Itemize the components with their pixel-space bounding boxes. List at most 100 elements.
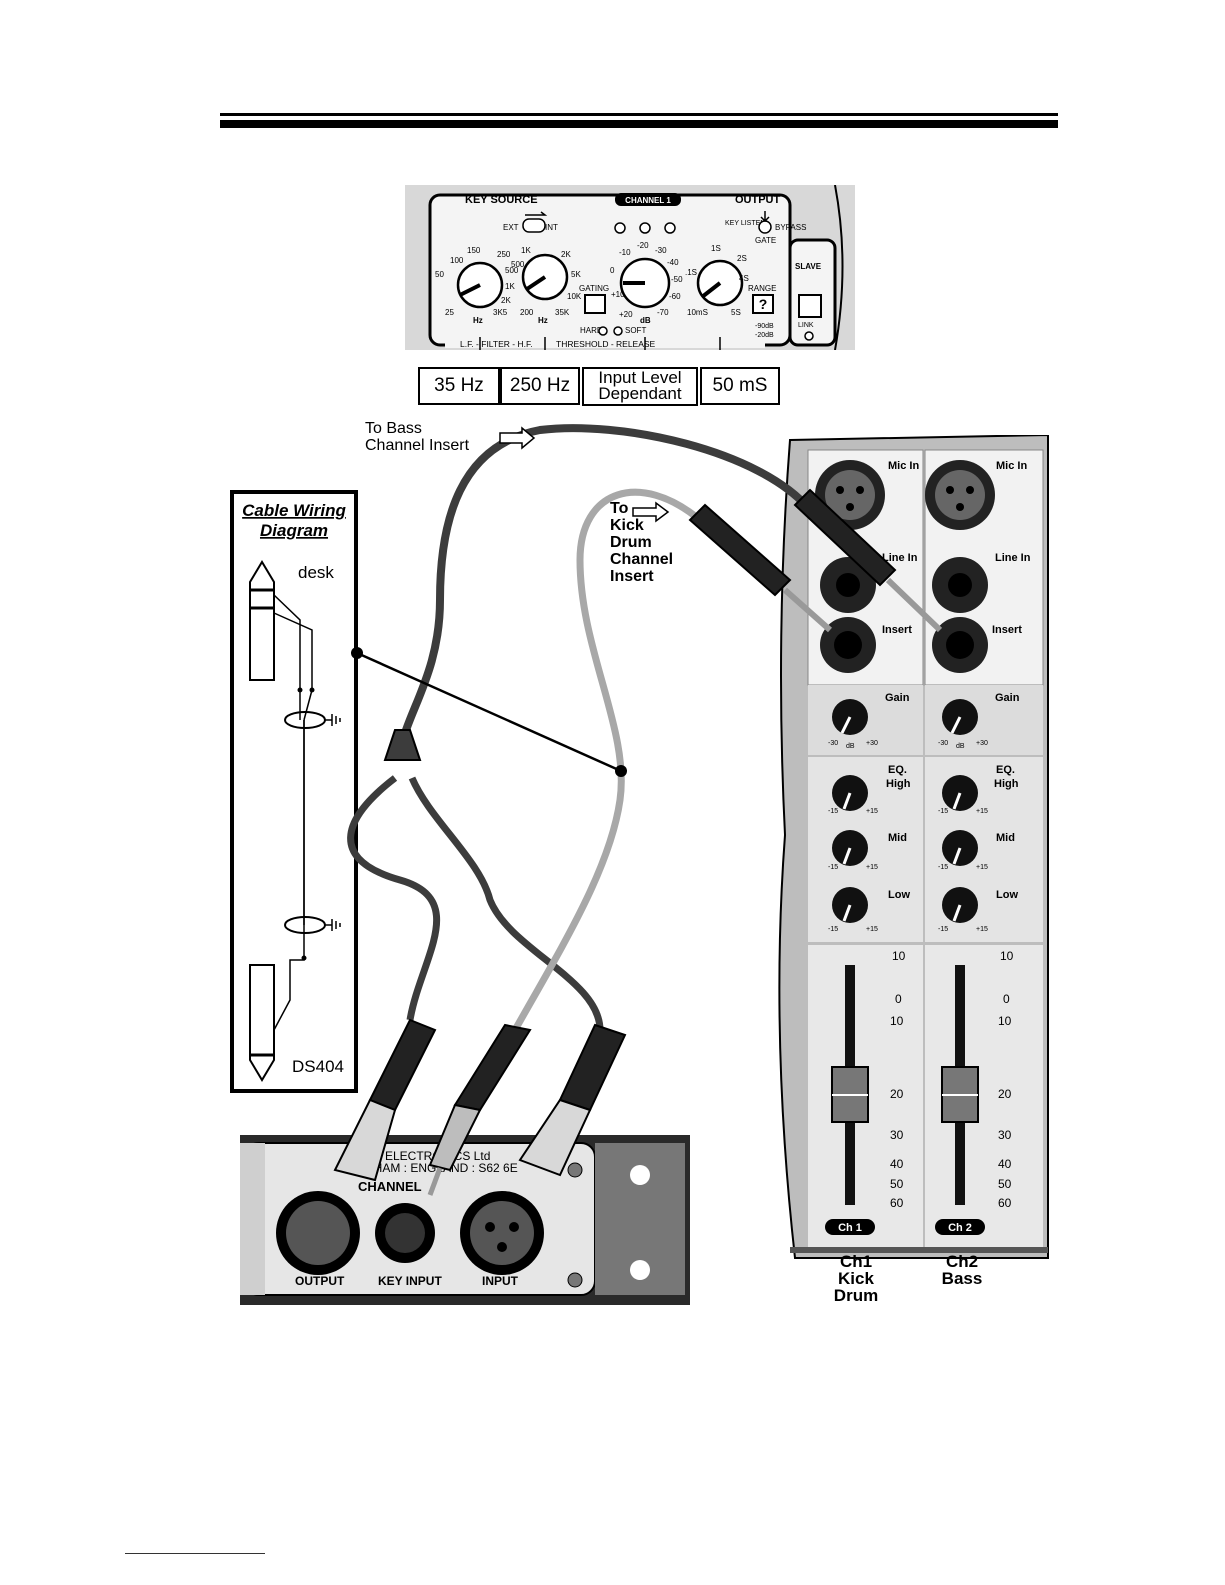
hf-filter-knob[interactable] (521, 253, 569, 301)
ch2-gain-max: +30 (976, 740, 988, 747)
ch1-eq-high-knob[interactable] (832, 775, 868, 811)
ch1-mic-in-label: Mic In (888, 460, 919, 472)
ch2-eq-max: +15 (976, 864, 988, 871)
kick-annotation-line: Insert (610, 568, 654, 585)
hf-scale-label: 2K (561, 250, 571, 259)
range-button[interactable] (752, 294, 774, 314)
lf-scale-label: 1K (505, 282, 515, 291)
ch2-line-in-socket[interactable] (932, 557, 988, 613)
hf-scale-label: 1K (521, 246, 531, 255)
ch2-tag: Ch 2 (948, 1222, 972, 1234)
ch1-eq-mid-knob[interactable] (832, 830, 868, 866)
bypass-label: BYPASS (775, 223, 806, 232)
threshold-scale-label: -10 (619, 248, 631, 257)
link-led (804, 331, 814, 341)
ds404-rear-panel: ER ELECTRONICS Ltd RHAM : ENGLAND : S62 … (240, 1135, 690, 1305)
ch1-eq-min: -15 (828, 808, 838, 815)
ch1-gain-label: Gain (885, 692, 910, 704)
output-xlr-socket[interactable] (276, 1191, 360, 1275)
ch2-gain-db: dB (956, 743, 965, 750)
ch2-insert-socket[interactable] (932, 617, 988, 673)
key-input-jack-socket[interactable] (375, 1203, 435, 1263)
ch2-low-label: Low (996, 889, 1018, 901)
ch1-eq-max: +15 (866, 926, 878, 933)
threshold-scale-label: -20 (637, 241, 649, 250)
ch1-gain-max: +30 (866, 740, 878, 747)
release-knob[interactable] (696, 259, 744, 307)
hf-scale-label: 35K (555, 308, 570, 317)
ch2-eq-high-knob[interactable] (942, 775, 978, 811)
threshold-setting-box: Input Level Dependant (582, 367, 698, 406)
threshold-scale-label: -60 (669, 292, 681, 301)
soft-led (613, 326, 623, 336)
input-xlr-socket[interactable] (460, 1191, 544, 1275)
lf-scale-label: 500 (505, 266, 519, 275)
ch2-mic-in-socket[interactable] (925, 460, 995, 530)
panel-bottom-label: L.F. - FILTER - H.F. THRESHOLD - RELEASE (460, 339, 656, 349)
ch2-eq-low-knob[interactable] (942, 887, 978, 923)
cable-wiring-diagram: Cable Wiring Diagram desk DS404 (230, 490, 358, 1093)
footer-line (125, 1553, 265, 1554)
key-source-switch[interactable] (522, 218, 546, 233)
wiring-title-line1: Cable Wiring (242, 501, 346, 520)
ch2-fader-scale: 30 (998, 1128, 1012, 1142)
ch1-caption: Ch1 Kick Drum (826, 1253, 886, 1304)
lf-unit-label: Hz (473, 316, 483, 325)
kick-jack-plug (688, 503, 832, 633)
right-arrow-icon (632, 501, 670, 523)
header-rule-thin (220, 113, 1058, 116)
ch1-eq-low-knob[interactable] (832, 887, 868, 923)
desk-label: desk (298, 563, 334, 582)
kick-annotation-line: Channel (610, 551, 674, 568)
diagram-pointer-line (356, 651, 622, 773)
threshold-unit-label: dB (640, 316, 651, 325)
ch1-insert-socket[interactable] (820, 617, 876, 673)
soft-label: SOFT (625, 326, 646, 335)
ch1-eq-label: EQ. (888, 764, 907, 776)
threshold-knob[interactable] (619, 257, 671, 309)
lf-filter-knob[interactable] (456, 261, 504, 309)
output-xlr-plug (333, 1018, 437, 1182)
right-arrow-icon (499, 426, 536, 450)
ch2-mic-in-label: Mic In (996, 460, 1027, 472)
threshold-scale-label: -40 (667, 258, 679, 267)
hf-scale-label: 10K (567, 292, 582, 301)
ch2-fader-scale: 50 (998, 1177, 1012, 1191)
ch2-eq-min: -15 (938, 926, 948, 933)
lf-scale-label: 250 (497, 250, 511, 259)
ch1-gain-db: dB (846, 743, 855, 750)
kick-annotation-line: To (610, 500, 629, 517)
ch1-fader-scale: 0 (895, 992, 902, 1006)
ch1-mid-label: Mid (888, 832, 907, 844)
pointer-dot (615, 765, 627, 777)
slave-link-button[interactable] (798, 294, 822, 318)
threshold-scale-label: -30 (655, 246, 667, 255)
ch2-gain-knob[interactable] (942, 699, 978, 735)
ch1-line-in-label: Line In (882, 552, 918, 564)
threshold-scale-label: -70 (657, 308, 669, 317)
rear-output-label: OUTPUT (295, 1274, 345, 1288)
release-scale-label: 5S (731, 308, 741, 317)
ext-label: EXT (503, 223, 519, 232)
pointer-dot (351, 647, 363, 659)
ch1-fader-scale: 20 (890, 1087, 904, 1101)
bass-insert-cable (396, 424, 814, 761)
ch1-line-in-socket[interactable] (820, 557, 876, 613)
ch1-gain-knob[interactable] (832, 699, 868, 735)
hf-scale-label: 500 (511, 260, 525, 269)
bass-annotation: To Bass Channel Insert (365, 420, 469, 454)
ch2-caption-line: Bass (941, 1269, 983, 1288)
range-20-label: -20dB (755, 332, 774, 339)
key-input-jack-plug (427, 1023, 532, 1196)
output-label: OUTPUT (735, 194, 781, 206)
ch2-insert-label: Insert (992, 624, 1022, 636)
ch2-mid-label: Mid (996, 832, 1015, 844)
link-label: LINK (798, 322, 814, 329)
lf-scale-label: 150 (467, 246, 481, 255)
ch1-caption-line: Ch1 (839, 1252, 873, 1271)
ch2-eq-mid-knob[interactable] (942, 830, 978, 866)
threshold-scale-label: 0 (610, 266, 615, 275)
key-listen-label: KEY LISTEN (725, 220, 765, 227)
gating-button[interactable] (584, 294, 606, 314)
ch2-gain-label: Gain (995, 692, 1020, 704)
